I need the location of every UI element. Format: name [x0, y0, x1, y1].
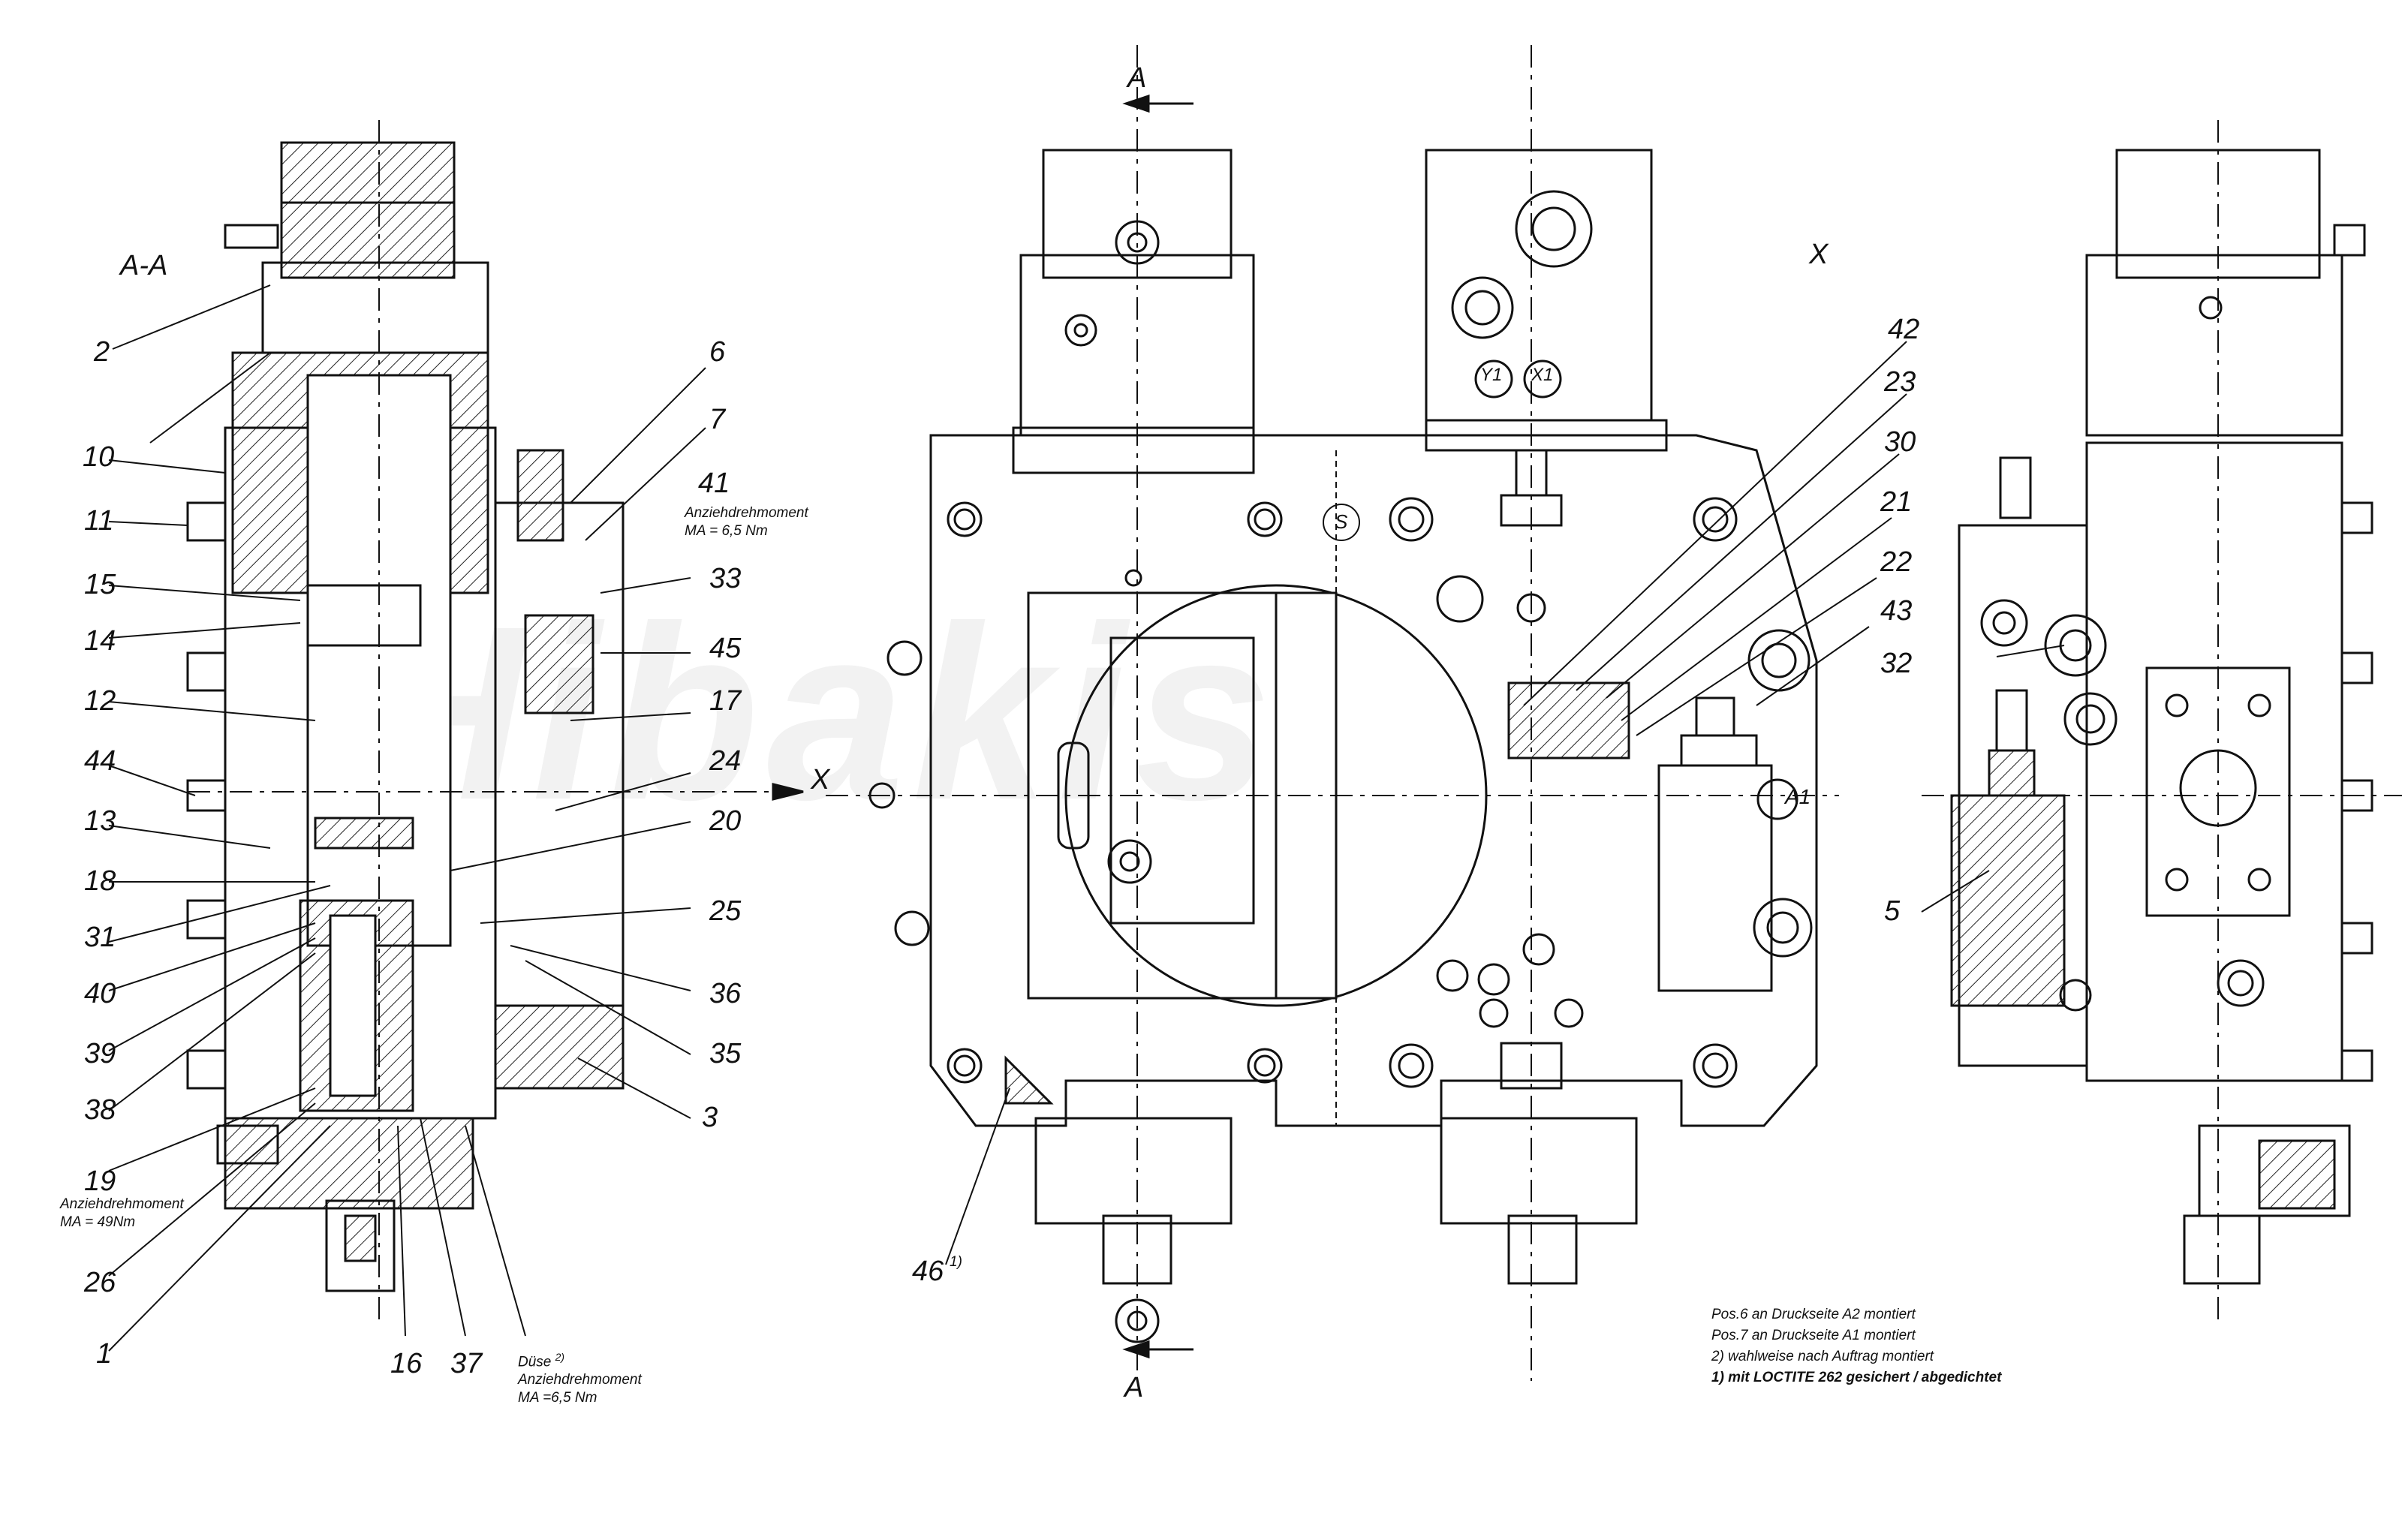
- callout-31: 31: [84, 922, 116, 953]
- side-view: [1922, 120, 2402, 1321]
- section-marker-top: A: [1127, 62, 1147, 94]
- callout-11: 11: [84, 505, 114, 537]
- torque-note-bottom-value: MA =6,5 Nm: [518, 1389, 597, 1406]
- callout-2: 2: [94, 336, 110, 368]
- torque-note-top: Anziehdrehmoment MA = 6,5 Nm: [685, 504, 808, 540]
- torque-note-bottom-title: Anziehdrehmoment: [518, 1372, 642, 1388]
- callout-24: 24: [709, 745, 742, 777]
- axis-label-left: X: [811, 764, 830, 796]
- port-y1: Y1: [1480, 365, 1503, 385]
- callout-6: 6: [709, 336, 726, 368]
- callout-35: 35: [709, 1038, 742, 1069]
- torque-note-top-title: Anziehdrehmoment: [685, 505, 808, 521]
- callout-26: 26: [84, 1267, 116, 1298]
- callout-12: 12: [84, 685, 116, 717]
- callout-15: 15: [84, 569, 116, 600]
- callout-1: 1: [96, 1338, 113, 1370]
- callout-16: 16: [390, 1348, 423, 1379]
- right-leaders: [1921, 645, 2065, 913]
- note-optional: 2) wahlweise nach Auftrag montiert: [1711, 1349, 1934, 1364]
- callout-17: 17: [709, 685, 742, 717]
- callout-7: 7: [709, 404, 726, 435]
- torque-note-left: Anziehdrehmoment MA = 49Nm: [60, 1196, 184, 1232]
- note-loctite: 1) mit LOCTITE 262 gesichert / abgedicht…: [1711, 1370, 2002, 1385]
- general-notes: Pos.6 an Druckseite A2 montiert Pos.7 an…: [1711, 1304, 2001, 1388]
- callout-33: 33: [709, 563, 742, 594]
- callout-46-footnote: 1): [950, 1254, 962, 1270]
- callout-5: 5: [1884, 895, 1901, 927]
- callout-20: 20: [709, 805, 742, 837]
- callout-43: 43: [1880, 595, 1913, 627]
- callout-41: 41: [698, 468, 730, 499]
- callout-44: 44: [84, 745, 116, 777]
- callout-30: 30: [1884, 426, 1916, 458]
- callout-40: 40: [84, 978, 116, 1009]
- section-marker-bottom: A: [1124, 1372, 1144, 1403]
- torque-note-left-title: Anziehdrehmoment: [60, 1196, 184, 1212]
- callout-13: 13: [84, 805, 116, 837]
- callout-42: 42: [1888, 314, 1920, 345]
- leader-lines: [108, 284, 706, 1352]
- callout-14: 14: [84, 625, 116, 657]
- callout-39: 39: [84, 1038, 116, 1069]
- callout-38: 38: [84, 1094, 116, 1126]
- middle-leaders: [945, 341, 1907, 1265]
- callout-19: 19: [84, 1166, 116, 1197]
- section-view-a-a: [186, 120, 804, 1321]
- port-x1: X1: [1531, 365, 1554, 385]
- callout-3: 3: [702, 1102, 718, 1133]
- callout-10: 10: [83, 441, 115, 473]
- note-pos6: Pos.6 an Druckseite A2 montiert: [1711, 1307, 1916, 1322]
- callout-46: 46: [912, 1256, 944, 1287]
- callout-21: 21: [1880, 486, 1913, 518]
- torque-note-bottom: Düse 2) Anziehdrehmoment MA =6,5 Nm: [518, 1351, 642, 1407]
- port-s: S: [1335, 510, 1348, 533]
- note-pos7: Pos.7 an Druckseite A1 montiert: [1711, 1328, 1916, 1343]
- torque-note-top-value: MA = 6,5 Nm: [685, 522, 768, 539]
- callout-45: 45: [709, 633, 742, 664]
- front-view: [826, 45, 1839, 1381]
- callout-37: 37: [450, 1348, 483, 1379]
- axis-label-top: X: [1809, 239, 1829, 270]
- torque-note-bottom-prefix: Düse: [518, 1354, 552, 1370]
- callout-32: 32: [1880, 648, 1913, 679]
- section-label: A-A: [120, 250, 168, 281]
- callout-22: 22: [1880, 546, 1913, 578]
- callout-36: 36: [709, 978, 742, 1009]
- port-a1: A1: [1785, 785, 1811, 808]
- callout-18: 18: [84, 865, 116, 897]
- torque-note-bottom-footnote: 2): [555, 1351, 565, 1363]
- callout-25: 25: [709, 895, 742, 927]
- torque-note-left-value: MA = 49Nm: [60, 1214, 136, 1230]
- callout-23: 23: [1884, 366, 1916, 398]
